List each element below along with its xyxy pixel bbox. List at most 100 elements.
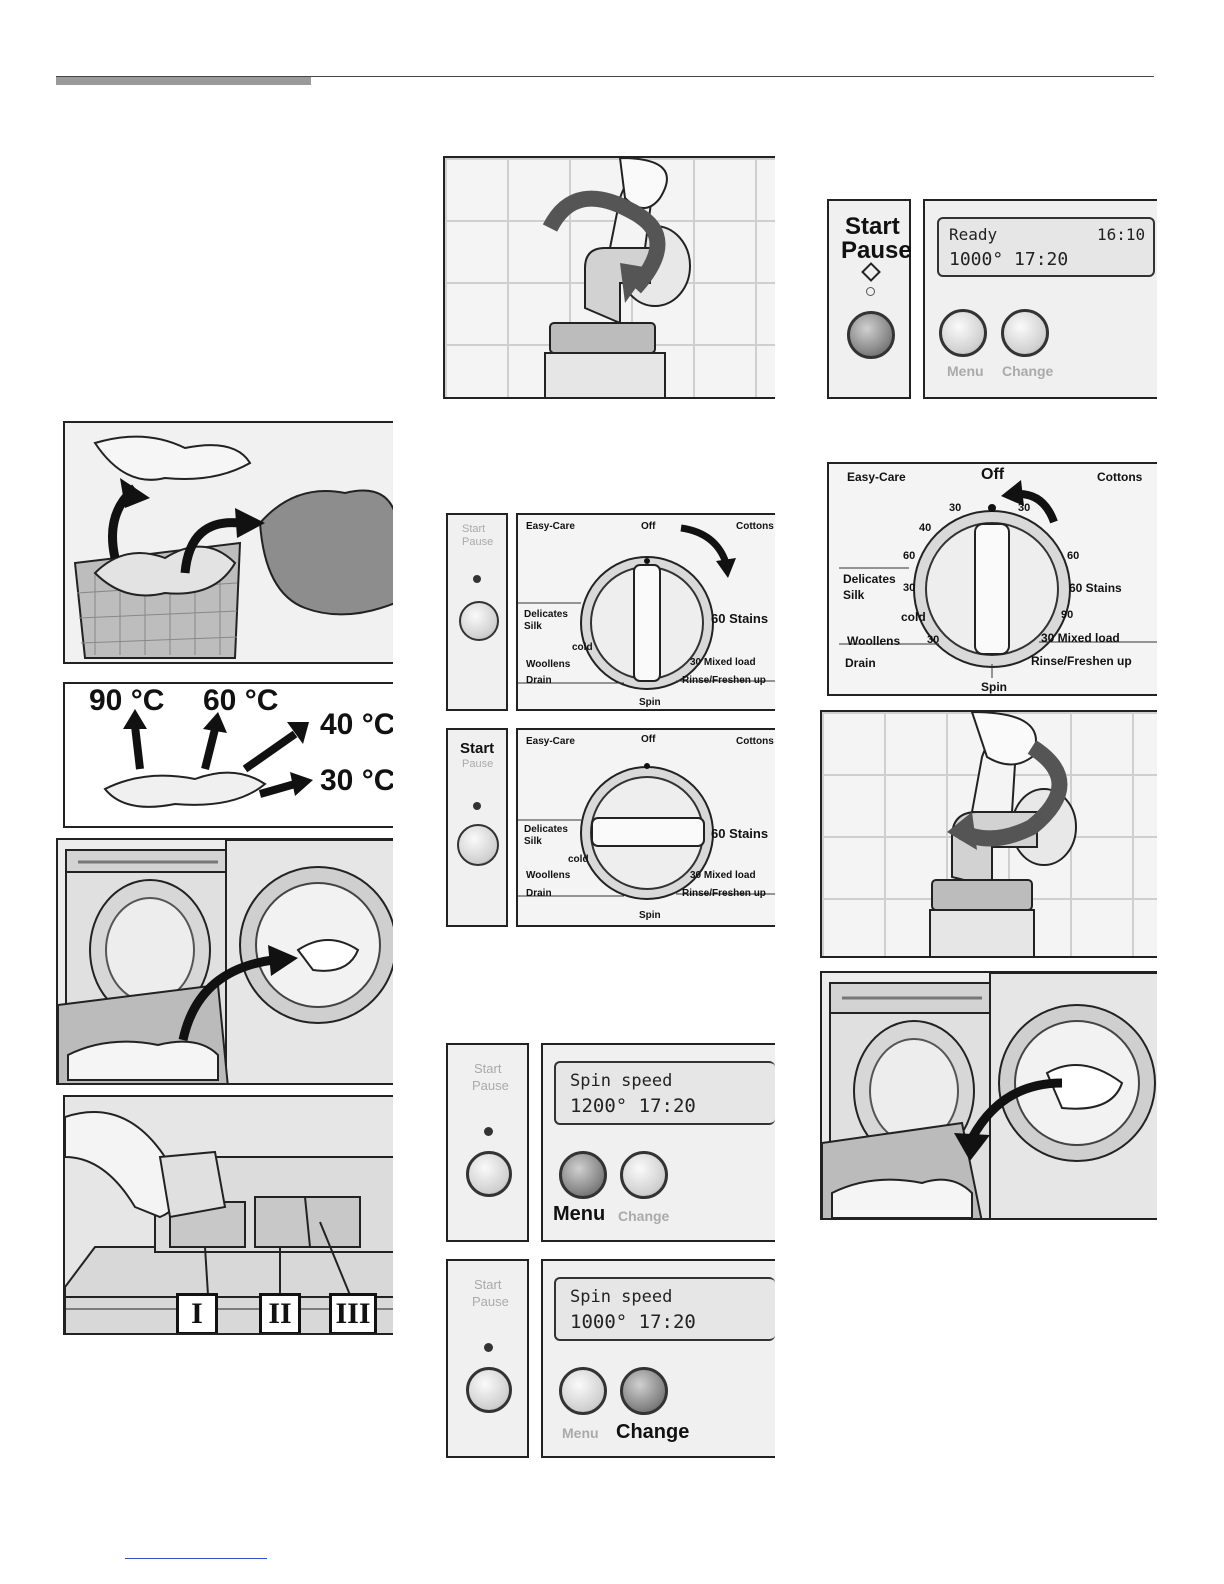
change-label: Change bbox=[618, 1208, 670, 1224]
programme-selector-panel-1: Start Pause Easy-Care Off Cottons Delica… bbox=[446, 513, 775, 711]
start-label: Start bbox=[474, 1277, 502, 1292]
start-pause-indicator-led bbox=[866, 287, 875, 296]
dial-60-right: 60 bbox=[1067, 550, 1080, 562]
menu-button[interactable] bbox=[939, 309, 987, 357]
display-line-2: 1200° 17:20 bbox=[570, 1095, 696, 1117]
start-label: Start bbox=[460, 740, 495, 757]
change-button[interactable] bbox=[620, 1151, 668, 1199]
dial-cottons: Cottons bbox=[736, 521, 774, 532]
temperature-sort-illustration: 90 °C 60 °C 40 °C 30 °C bbox=[63, 682, 393, 828]
spin-speed-menu-panel: Start Pause Spin speed 1200° 17:20 Menu … bbox=[446, 1043, 775, 1242]
change-button[interactable] bbox=[1001, 309, 1049, 357]
start-pause-indicator-led bbox=[484, 1343, 493, 1352]
dial-woollens: Woollens bbox=[526, 870, 571, 881]
dial-cold: cold bbox=[901, 610, 926, 624]
unload-drum-illustration bbox=[820, 971, 1157, 1220]
change-label: Change bbox=[616, 1421, 690, 1443]
change-label: Change bbox=[1002, 363, 1054, 379]
ready-panel: Start Pause Ready 16:10 1000° 17:20 Menu… bbox=[827, 199, 1157, 399]
dial-cold: cold bbox=[568, 854, 589, 865]
change-button[interactable] bbox=[620, 1367, 668, 1415]
pause-label: Pause bbox=[462, 536, 494, 548]
dial-30-left: 30 bbox=[949, 502, 962, 514]
start-label: Start bbox=[462, 523, 486, 535]
header-rule bbox=[56, 76, 1154, 77]
start-label: Start bbox=[474, 1061, 502, 1076]
dial-easy-care: Easy-Care bbox=[847, 470, 906, 484]
dial-off: Off bbox=[641, 734, 656, 745]
dial-off: Off bbox=[641, 521, 656, 532]
load-drum-illustration bbox=[56, 838, 393, 1085]
dial-woollens: Woollens bbox=[526, 659, 571, 670]
dial-spin: Spin bbox=[639, 697, 661, 708]
compartment-label-1: I bbox=[176, 1293, 218, 1333]
dial-30-right: 30 bbox=[1018, 502, 1031, 514]
dial-silk: Silk bbox=[524, 836, 542, 847]
programme-selector-panel-2: Start Pause Easy-Care Off Cottons Delica… bbox=[446, 728, 775, 927]
menu-label: Menu bbox=[562, 1425, 599, 1441]
pause-label: Pause bbox=[841, 237, 912, 264]
display-screen: Spin speed 1200° 17:20 bbox=[554, 1061, 775, 1125]
dial-stains: 60 Stains bbox=[711, 826, 769, 841]
dial-stains: 60 Stains bbox=[711, 611, 769, 626]
start-pause-indicator-led bbox=[473, 802, 481, 810]
start-label: Start bbox=[845, 213, 900, 240]
dial-rinse: Rinse/Freshen up bbox=[682, 888, 766, 899]
temp-60-label: 60 °C bbox=[203, 684, 279, 717]
dial-cottons: Cottons bbox=[736, 736, 774, 747]
dial-stains: 60 Stains bbox=[1069, 581, 1122, 595]
display-line-2: 1000° 17:20 bbox=[949, 249, 1069, 270]
start-pause-button[interactable] bbox=[459, 601, 499, 641]
dial-drain: Drain bbox=[526, 888, 552, 899]
display-line-1: Spin speed bbox=[570, 1071, 673, 1091]
start-pause-button[interactable] bbox=[847, 311, 895, 359]
dial-spin: Spin bbox=[639, 910, 661, 921]
start-pause-indicator-led bbox=[484, 1127, 493, 1136]
dial-40-left: 40 bbox=[919, 522, 932, 534]
dial-30-delicates: 30 bbox=[903, 582, 916, 594]
dial-90-right: 90 bbox=[1061, 609, 1074, 621]
pause-label: Pause bbox=[472, 1078, 509, 1093]
dial-cold: cold bbox=[572, 642, 593, 653]
dial-easy-care: Easy-Care bbox=[526, 736, 575, 747]
dial-60-left: 60 bbox=[903, 550, 916, 562]
display-line-1: Spin speed bbox=[570, 1287, 673, 1307]
dial-easy-care: Easy-Care bbox=[526, 521, 575, 532]
display-line-1: Ready bbox=[949, 225, 998, 244]
dial-30-woollens: 30 bbox=[927, 634, 940, 646]
sort-laundry-illustration bbox=[63, 421, 393, 664]
close-tap-illustration bbox=[820, 710, 1157, 958]
dial-off: Off bbox=[981, 466, 1005, 483]
pause-label: Pause bbox=[462, 758, 494, 770]
dial-silk: Silk bbox=[843, 588, 865, 602]
pause-label: Pause bbox=[472, 1294, 509, 1309]
dial-rinse: Rinse/Freshen up bbox=[682, 675, 766, 686]
menu-label: Menu bbox=[947, 363, 984, 379]
spin-speed-change-panel: Start Pause Spin speed 1000° 17:20 Menu … bbox=[446, 1259, 775, 1458]
menu-button[interactable] bbox=[559, 1367, 607, 1415]
temp-40-label: 40 °C bbox=[320, 708, 393, 741]
header-accent-bar bbox=[56, 76, 311, 85]
dial-spin: Spin bbox=[981, 680, 1007, 694]
dial-mixed-load: 30 Mixed load bbox=[690, 657, 756, 668]
display-screen: Ready 16:10 1000° 17:20 bbox=[937, 217, 1155, 277]
dial-mixed-load: 30 Mixed load bbox=[690, 870, 756, 881]
compartment-label-3: III bbox=[329, 1293, 377, 1333]
menu-button[interactable] bbox=[559, 1151, 607, 1199]
start-pause-button[interactable] bbox=[457, 824, 499, 866]
temp-30-label: 30 °C bbox=[320, 764, 393, 797]
start-pause-button[interactable] bbox=[466, 1151, 512, 1197]
dial-rinse: Rinse/Freshen up bbox=[1031, 654, 1132, 668]
dial-delicates: Delicates bbox=[524, 824, 568, 835]
open-tap-illustration bbox=[443, 156, 775, 399]
start-pause-button[interactable] bbox=[466, 1367, 512, 1413]
dial-drain: Drain bbox=[526, 675, 552, 686]
dial-delicates: Delicates bbox=[524, 609, 568, 620]
detergent-drawer-illustration: I II III bbox=[63, 1095, 393, 1335]
dial-delicates: Delicates bbox=[843, 572, 896, 586]
footer-link-underline bbox=[125, 1558, 267, 1559]
dial-cottons: Cottons bbox=[1097, 470, 1143, 484]
temp-90-label: 90 °C bbox=[89, 684, 165, 717]
dial-mixed-load: 30 Mixed load bbox=[1041, 631, 1120, 645]
display-line-2: 1000° 17:20 bbox=[570, 1311, 696, 1333]
